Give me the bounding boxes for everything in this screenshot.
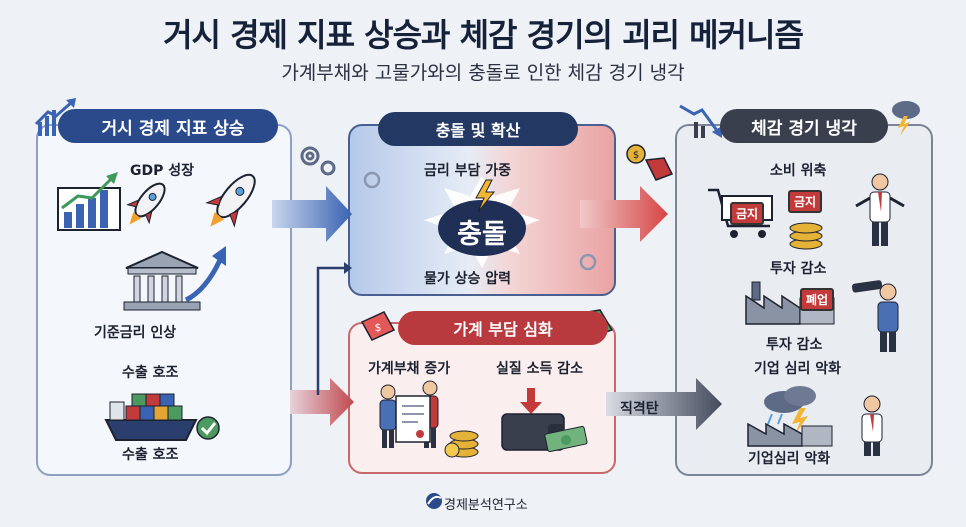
label-consumption-shrink: 소비 위축 <box>770 163 827 179</box>
footer: 경제분석연구소 <box>420 494 528 513</box>
label-business-sentiment-2: 기업심리 악화 <box>748 451 831 467</box>
label-investment-drop-2: 투자 감소 <box>766 337 823 353</box>
ship-icon <box>104 393 198 441</box>
bar-chart-icon <box>57 172 121 231</box>
connector-line <box>316 266 344 395</box>
sign-ban-1: 금지 <box>730 202 765 225</box>
label-price-pressure: 물가 상승 압력 <box>424 271 512 287</box>
svg-text:$: $ <box>633 150 639 161</box>
down-arrow-icon <box>520 388 542 414</box>
arrow-collision-to-cooling <box>580 186 668 242</box>
bank-icon <box>123 250 201 311</box>
person-icon-telescope <box>851 280 899 352</box>
price-tag-icon-bottom-left: $ <box>360 311 396 341</box>
coin-stack-icon-bottom <box>444 430 479 458</box>
storm-cloud-icon-heading <box>892 101 920 136</box>
trend-up-icon-heading <box>34 98 76 136</box>
rocket-icon-1 <box>126 182 166 225</box>
label-base-rate-hike: 기준금리 인상 <box>94 325 177 341</box>
org-logo-icon <box>426 493 442 509</box>
collision-burst <box>424 176 540 268</box>
label-real-income-drop: 실질 소득 감소 <box>496 361 584 377</box>
trend-down-icon <box>679 104 722 138</box>
arrow-household-to-cooling <box>606 378 722 430</box>
collision-heading-pill: 충돌 및 확산 <box>378 112 578 146</box>
cooling-heading-pill: 체감 경기 냉각 <box>720 109 888 143</box>
factory-icon-2 <box>747 422 833 447</box>
coin-stack-icon-right <box>789 222 823 250</box>
macro-heading-pill: 거시 경제 지표 상승 <box>58 109 278 143</box>
arrow-macro-to-household <box>290 378 354 426</box>
svg-text:$: $ <box>375 321 382 334</box>
label-business-sentiment-1: 기업 심리 악화 <box>754 361 842 377</box>
document-icon <box>395 395 431 443</box>
label-export-boom-2: 수출 호조 <box>122 447 179 463</box>
collision-text: 충돌 <box>457 219 507 250</box>
price-tag-icon-top <box>644 157 674 181</box>
household-heading-pill: 가계 부담 심화 <box>398 311 608 345</box>
sign-ban-2: 금지 <box>788 190 823 213</box>
label-export-boom-1: 수출 호조 <box>122 365 179 381</box>
footer-org: 경제분석연구소 <box>444 498 528 513</box>
label-investment-drop-1: 투자 감소 <box>770 261 827 277</box>
coin-icon-top: $ <box>626 144 646 164</box>
page-title: 거시 경제 지표 상승과 체감 경기의 괴리 메커니즘 <box>163 16 804 54</box>
label-gdp-growth: GDP 성장 <box>130 163 195 179</box>
trend-up-icon-rate <box>184 246 226 303</box>
cash-icon <box>544 425 588 453</box>
cooling-heading: 체감 경기 냉각 <box>751 118 857 139</box>
person-icon-phone <box>861 395 883 456</box>
person-icon-shrug <box>855 173 905 246</box>
storm-cloud-icon <box>764 386 816 436</box>
household-heading: 가계 부담 심화 <box>453 320 553 339</box>
label-rate-burden: 금리 부담 가중 <box>424 163 512 179</box>
label-direct-hit: 직격탄 <box>620 401 659 417</box>
check-icon <box>196 416 220 440</box>
collision-heading: 충돌 및 확산 <box>435 121 521 140</box>
arrow-macro-to-collision <box>272 186 352 242</box>
label-household-debt: 가계부채 증가 <box>368 361 451 377</box>
gear-icon-2 <box>363 171 597 271</box>
rocket-icon-2 <box>205 173 256 228</box>
lightning-icon <box>475 179 496 213</box>
macro-heading: 거시 경제 지표 상승 <box>101 118 245 139</box>
gear-icon-1 <box>300 146 336 176</box>
factory-icon-1 <box>745 281 835 325</box>
sign-closure: 폐업 <box>800 288 835 311</box>
page-subtitle: 가계부채와 고물가와의 충돌로 인한 체감 경기 냉각 <box>281 62 685 84</box>
